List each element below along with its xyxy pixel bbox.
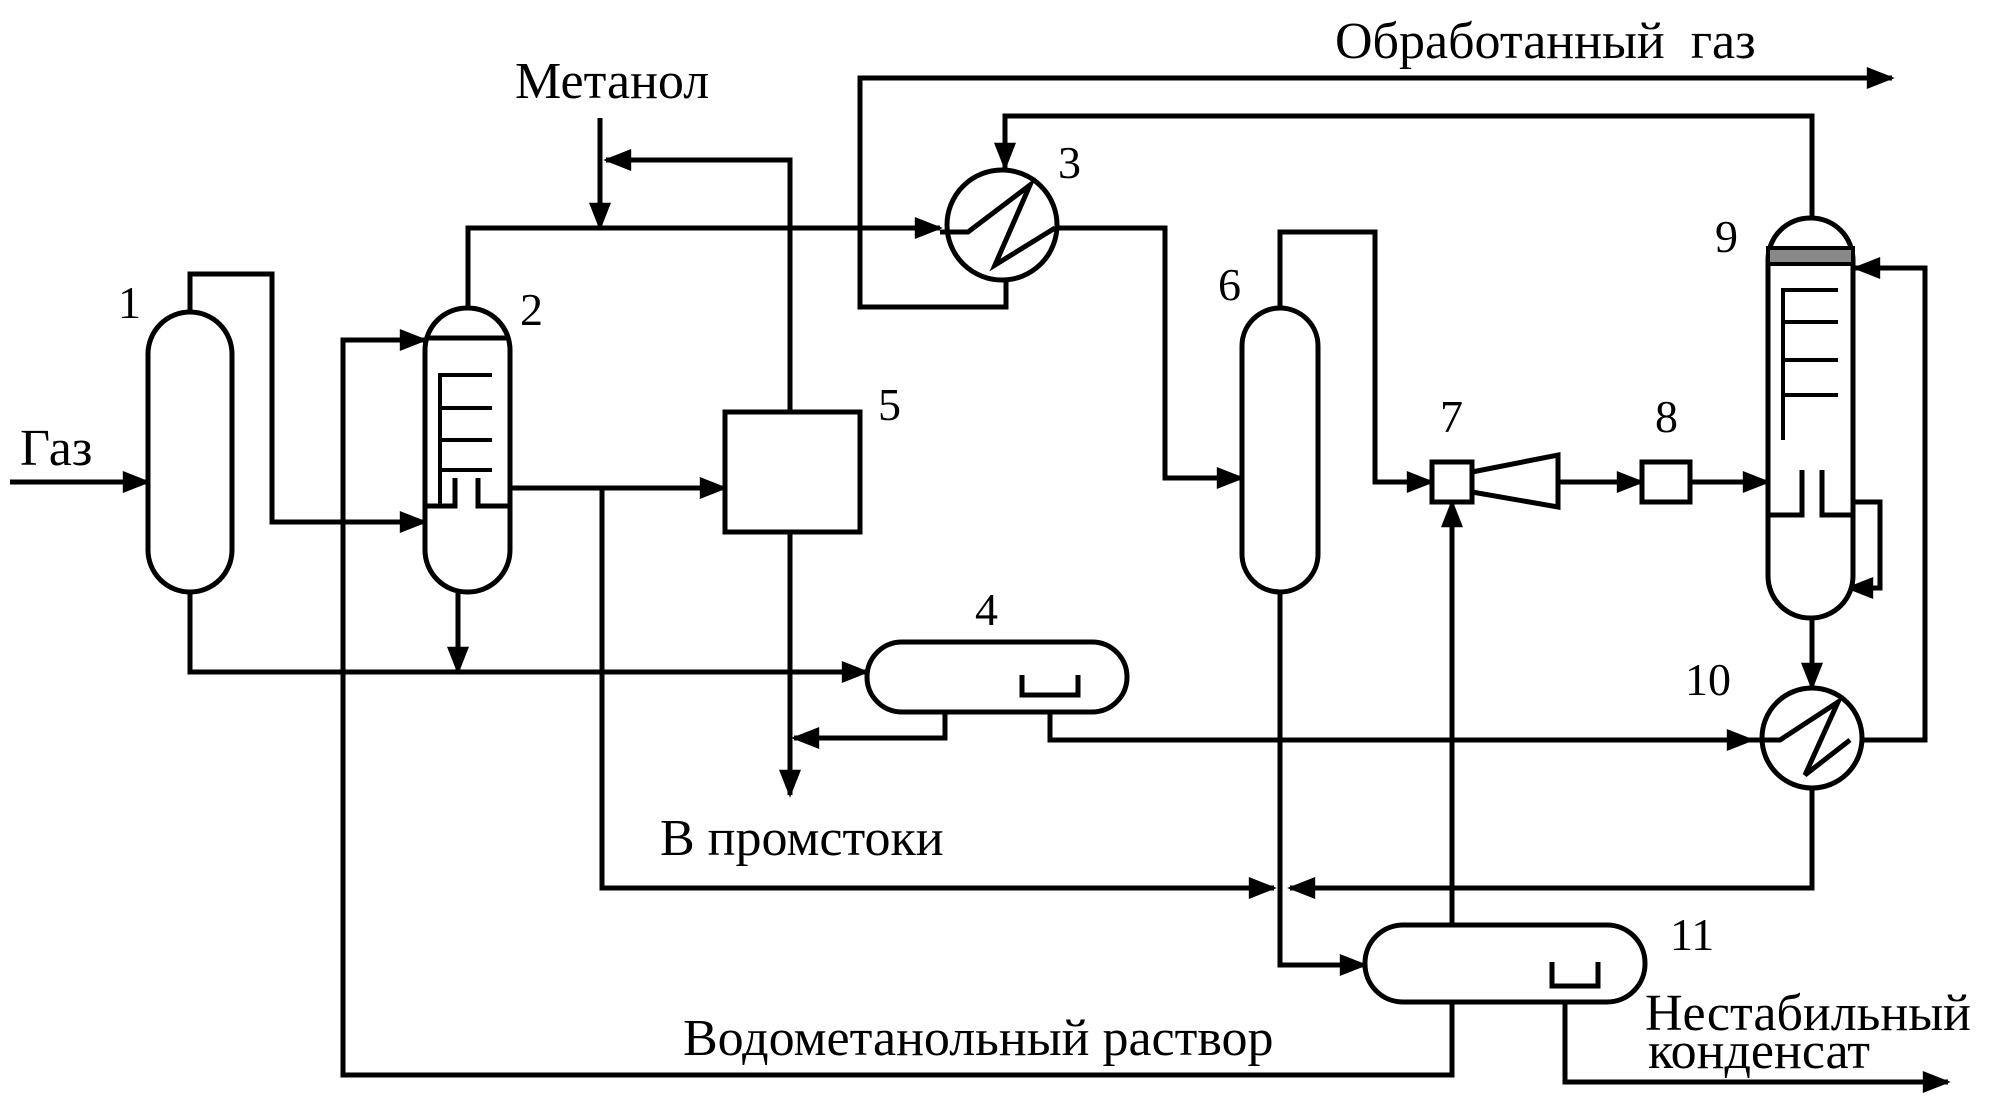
equipment-number-7: 7 bbox=[1440, 391, 1463, 442]
separator-1 bbox=[148, 312, 232, 592]
separator-6 bbox=[1242, 308, 1318, 592]
line-6-to-11 bbox=[1280, 592, 1365, 965]
equipment-number-4: 4 bbox=[975, 584, 998, 635]
ejector-7 bbox=[1432, 455, 1558, 507]
label-unstable-condensate-2: конденсат bbox=[1648, 1023, 1870, 1080]
equipment-number-2: 2 bbox=[520, 284, 543, 335]
line-3-to-6 bbox=[1055, 228, 1242, 478]
block-5 bbox=[725, 412, 860, 532]
equipment-number-9: 9 bbox=[1715, 211, 1738, 262]
heat-exchanger-10 bbox=[1752, 688, 1862, 788]
equipment-number-10: 10 bbox=[1685, 654, 1731, 705]
equipment-number-11: 11 bbox=[1670, 909, 1714, 960]
column-9 bbox=[1768, 218, 1853, 618]
block-8 bbox=[1642, 462, 1690, 502]
separator-2 bbox=[425, 308, 510, 592]
label-water-methanol: Водометанольный раствор bbox=[683, 1010, 1274, 1067]
label-gas-in: Газ bbox=[20, 420, 92, 477]
line-9-overhead-to-3 bbox=[1005, 116, 1812, 218]
line-1-to-4 bbox=[190, 592, 867, 672]
label-to-waste: В промстоки bbox=[660, 810, 944, 867]
separator-11 bbox=[1365, 925, 1645, 1002]
equipment-number-3: 3 bbox=[1058, 137, 1081, 188]
line-4-to-waste bbox=[794, 712, 945, 738]
equipment-number-8: 8 bbox=[1655, 391, 1678, 442]
label-methanol: Метанол bbox=[515, 53, 709, 110]
line-5-recycle bbox=[606, 160, 790, 412]
heat-exchanger-3 bbox=[940, 170, 1057, 280]
separator-4 bbox=[867, 642, 1127, 712]
line-4-to-10 bbox=[1050, 712, 1752, 740]
line-10-to-merge bbox=[1290, 776, 1812, 888]
equipment-number-6: 6 bbox=[1218, 259, 1241, 310]
equipment-number-5: 5 bbox=[878, 379, 901, 430]
equipment-number-1: 1 bbox=[118, 277, 141, 328]
label-treated-gas: Обработанный газ bbox=[1335, 13, 1756, 70]
